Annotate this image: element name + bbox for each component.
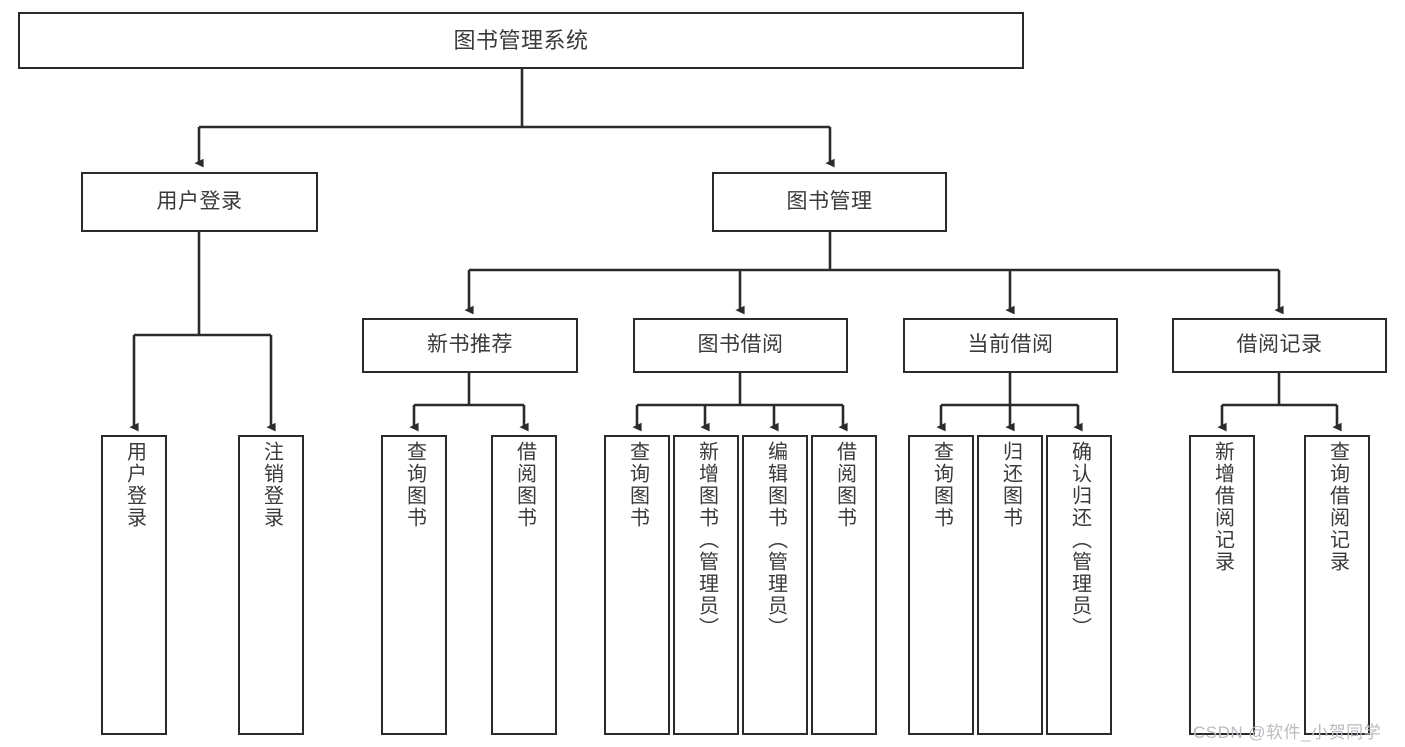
node-new-book-recommend[interactable]: 新书推荐 bbox=[362, 318, 578, 373]
node-label: 查询图书 bbox=[626, 441, 649, 529]
node-label: 用户登录 bbox=[156, 189, 243, 213]
csdn-watermark: CSDN @软件_小贺同学 bbox=[1193, 723, 1382, 742]
node-label: 借阅图书 bbox=[833, 441, 856, 529]
node-label: 确认归还（管理员） bbox=[1068, 441, 1091, 639]
node-borrow-record[interactable]: 借阅记录 bbox=[1172, 318, 1387, 373]
leaf-query-book-current[interactable]: 查询图书 bbox=[908, 435, 974, 735]
node-label: 新增图书（管理员） bbox=[695, 441, 718, 639]
node-label: 用户登录 bbox=[123, 441, 146, 529]
node-label: 归还图书 bbox=[999, 441, 1022, 529]
leaf-user-login[interactable]: 用户登录 bbox=[101, 435, 167, 735]
leaf-add-borrow-record[interactable]: 新增借阅记录 bbox=[1189, 435, 1255, 735]
node-label: 注销登录 bbox=[260, 441, 283, 529]
node-label: 图书管理 bbox=[786, 189, 873, 213]
node-label: 新书推荐 bbox=[427, 333, 513, 357]
node-label: 查询借阅记录 bbox=[1326, 441, 1349, 573]
node-book-borrow[interactable]: 图书借阅 bbox=[633, 318, 848, 373]
leaf-edit-book-admin[interactable]: 编辑图书（管理员） bbox=[742, 435, 808, 735]
leaf-confirm-return-admin[interactable]: 确认归还（管理员） bbox=[1046, 435, 1112, 735]
node-user-login[interactable]: 用户登录 bbox=[81, 172, 318, 232]
node-label: 借阅图书 bbox=[513, 441, 536, 529]
node-label: 新增借阅记录 bbox=[1211, 441, 1234, 573]
node-book-management[interactable]: 图书管理 bbox=[712, 172, 947, 232]
node-label: 查询图书 bbox=[930, 441, 953, 529]
node-label: 查询图书 bbox=[403, 441, 426, 529]
node-label: 编辑图书（管理员） bbox=[764, 441, 787, 639]
leaf-return-book[interactable]: 归还图书 bbox=[977, 435, 1043, 735]
leaf-logout-login[interactable]: 注销登录 bbox=[238, 435, 304, 735]
leaf-query-book-recommend[interactable]: 查询图书 bbox=[381, 435, 447, 735]
node-label: 图书管理系统 bbox=[453, 27, 589, 53]
node-current-borrow[interactable]: 当前借阅 bbox=[903, 318, 1118, 373]
leaf-borrow-book[interactable]: 借阅图书 bbox=[811, 435, 877, 735]
leaf-query-book-borrow[interactable]: 查询图书 bbox=[604, 435, 670, 735]
leaf-query-borrow-record[interactable]: 查询借阅记录 bbox=[1304, 435, 1370, 735]
node-root-book-management-system[interactable]: 图书管理系统 bbox=[18, 12, 1024, 69]
leaf-add-book-admin[interactable]: 新增图书（管理员） bbox=[673, 435, 739, 735]
node-label: 图书借阅 bbox=[697, 333, 784, 357]
node-label: 借阅记录 bbox=[1236, 333, 1323, 357]
node-label: 当前借阅 bbox=[967, 333, 1054, 357]
leaf-borrow-book-recommend[interactable]: 借阅图书 bbox=[491, 435, 557, 735]
